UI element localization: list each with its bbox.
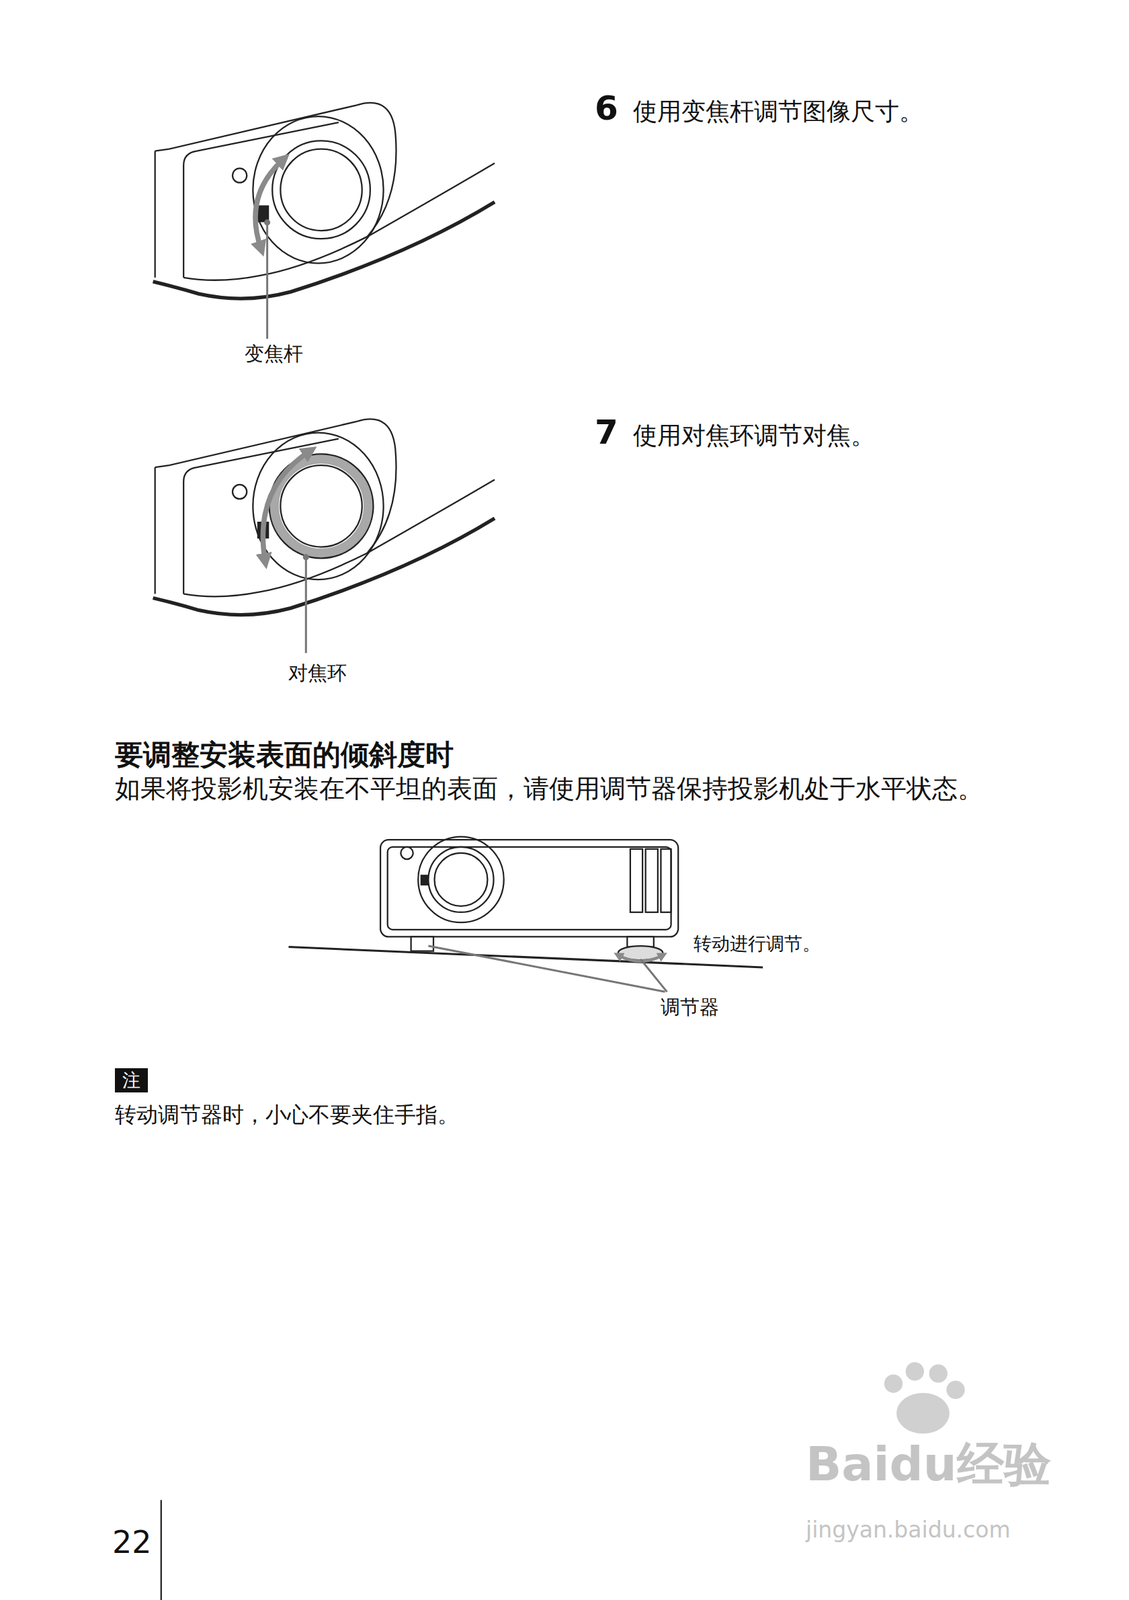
step-number: 7 (594, 413, 619, 451)
base-line (153, 202, 495, 300)
lens-glass (434, 852, 488, 906)
sensor (232, 484, 247, 499)
rotation-arrow (262, 450, 310, 562)
body-edge (154, 467, 156, 594)
page-number: 22 (112, 1524, 152, 1560)
body-edge (155, 465, 170, 468)
step-number: 6 (594, 90, 619, 128)
base-line (153, 518, 495, 615)
step-text: 使用对焦环调节对焦。 (633, 422, 875, 449)
part-label: 对焦环 (288, 662, 347, 685)
projector-lens-focus (153, 418, 495, 653)
watermark-paw (884, 1361, 966, 1433)
sensor (400, 846, 413, 859)
focus-ring (274, 458, 369, 554)
section-heading: 要调整安装表面的倾斜度时 (114, 739, 454, 771)
front-panel (183, 122, 339, 278)
lens (272, 140, 371, 239)
leader-line (266, 222, 269, 339)
zoom-lever (421, 874, 428, 885)
vent (630, 848, 643, 912)
instruction-label: 转动进行调节。 (693, 933, 821, 954)
note-badge: 注 (114, 1067, 148, 1093)
vent (645, 848, 658, 912)
leader-line (305, 557, 308, 654)
leader-dot (264, 219, 271, 226)
leader-dot (303, 553, 310, 560)
housing-edge (183, 479, 495, 597)
rotation-arrow (255, 159, 284, 250)
body-edge (155, 149, 170, 152)
lens-glass (280, 149, 362, 231)
vent (660, 848, 671, 912)
note-label: 注 (114, 1069, 148, 1091)
body-edge (154, 151, 156, 278)
step-text: 使用变焦杆调节图像尺寸。 (633, 98, 924, 125)
body-top (169, 104, 357, 149)
leader-line (640, 958, 667, 992)
part-label: 变焦杆 (244, 343, 304, 365)
adjuster-foot (411, 936, 434, 951)
housing-edge (183, 163, 495, 281)
lens-glass (280, 465, 362, 547)
projector-body (380, 839, 679, 937)
note-text: 转动调节器时，小心不要夹住手指。 (114, 1102, 459, 1127)
lens-recess (252, 432, 384, 580)
body-text: 如果将投影机安装在不平坦的表面，请使用调节器保持投影机处于水平状态。 (114, 774, 984, 804)
part-label: 调节器 (660, 996, 720, 1019)
lens-recess (252, 116, 384, 264)
zoom-lever (258, 206, 269, 222)
projector-lens-zoom (153, 102, 495, 339)
sensor (232, 168, 247, 183)
page-rule (160, 1499, 162, 1600)
projector-face (387, 846, 672, 930)
projector-front-view (288, 836, 763, 992)
watermark: Baidu经验 (805, 1438, 1052, 1490)
lens-outer (417, 836, 504, 923)
leader-line (428, 945, 665, 992)
watermark: jingyan.baidu.com (805, 1517, 1011, 1542)
lens (428, 846, 494, 912)
